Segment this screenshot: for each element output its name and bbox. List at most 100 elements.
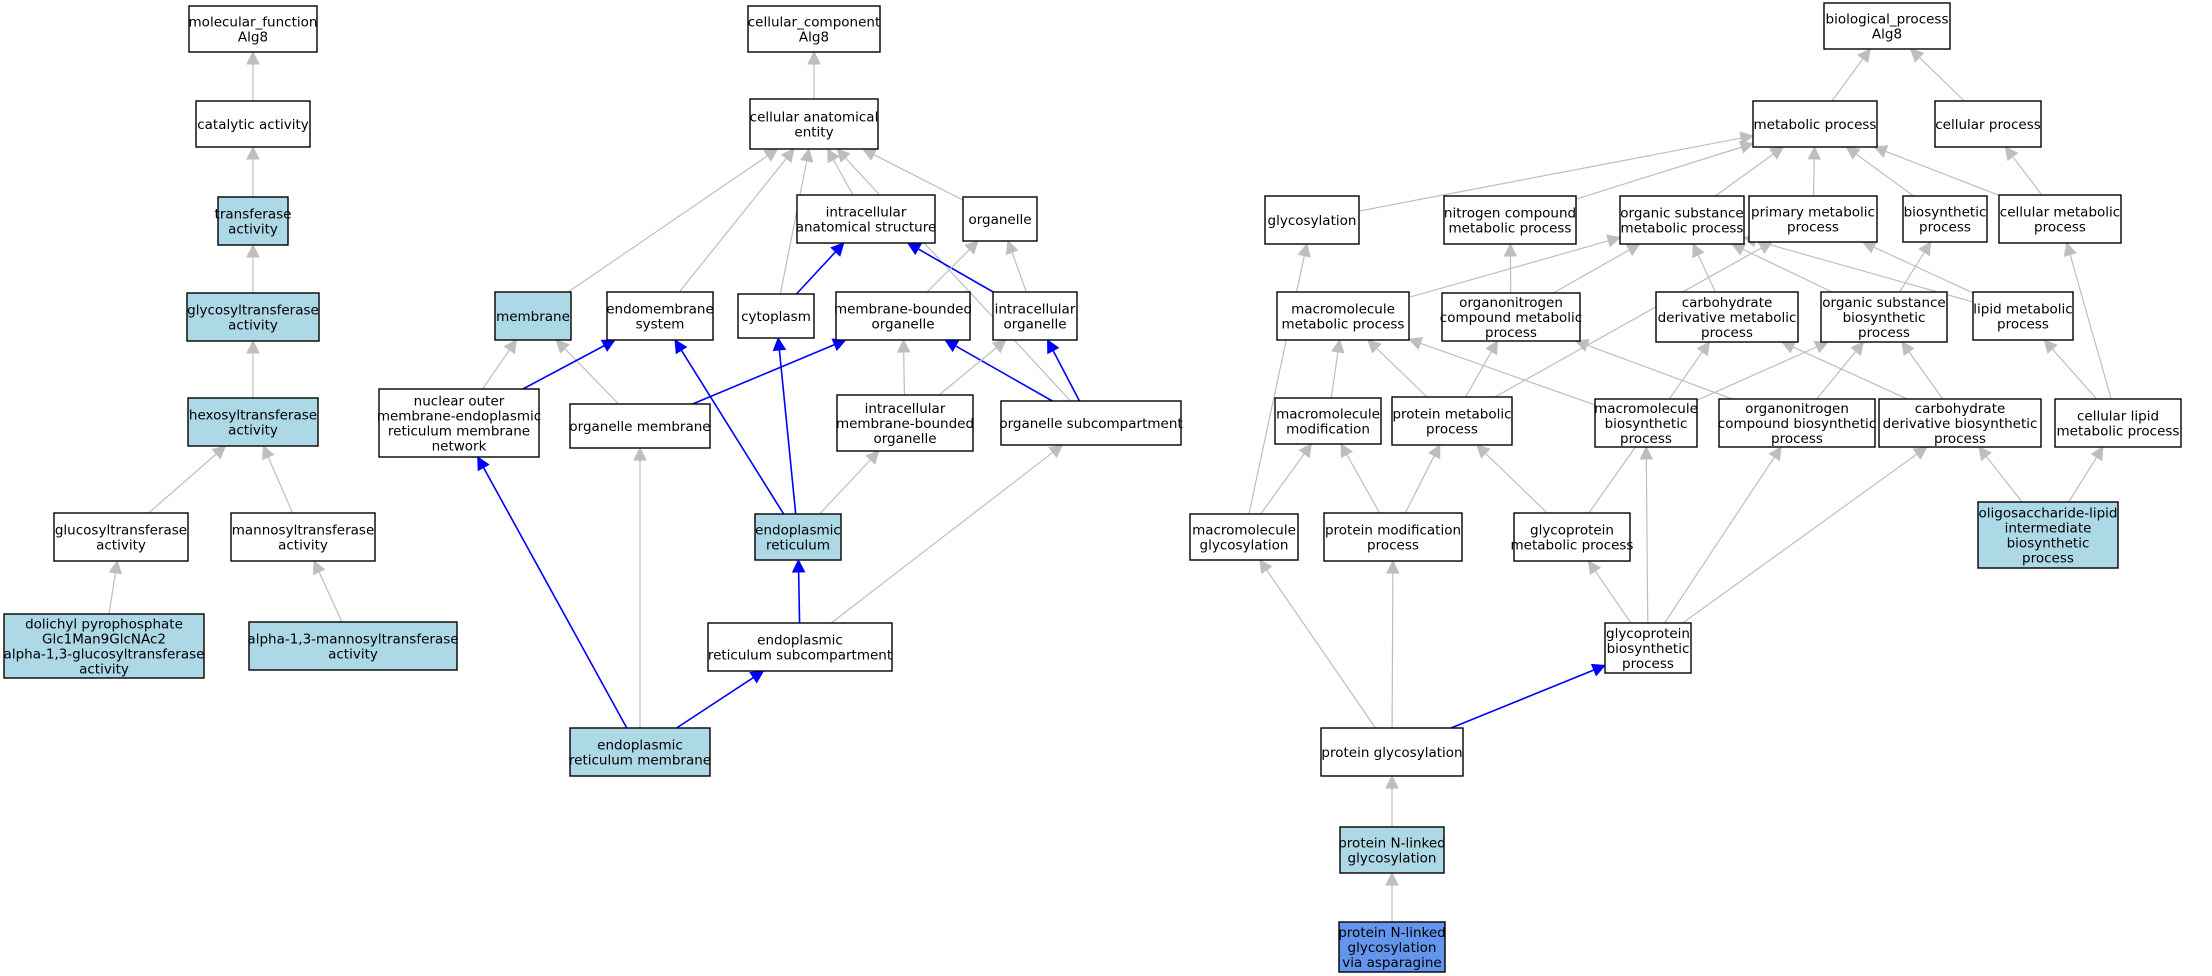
edge-is-a-osbp-to-biosyn	[1899, 241, 1932, 293]
edge-is-a-gpbp-to-macrobp	[1639, 445, 1654, 624]
node-label: organelle	[871, 317, 934, 333]
node-cellproc[interactable]: cellular process	[1934, 100, 2042, 148]
edge-is-a-protglyc-to-macroglyc	[1259, 559, 1376, 729]
edge-is-a-alpha13-to-mannosyltransferase	[313, 559, 343, 623]
node-label: protein modification	[1325, 523, 1461, 539]
node-box	[1443, 195, 1577, 245]
edge-part-of-ermem-to-ersub	[676, 670, 765, 729]
node-label: activity	[228, 423, 278, 439]
node-protglyc[interactable]: protein glycosylation	[1320, 727, 1464, 777]
node-glycosylation[interactable]: glycosylation	[1264, 195, 1360, 245]
node-label: nuclear outer	[414, 394, 505, 410]
node-membrane[interactable]: membrane	[494, 291, 572, 341]
node-box	[1189, 513, 1299, 561]
node-label: intracellular	[865, 401, 946, 417]
edge-is-a-clmp-to-lmp	[2043, 339, 2098, 400]
node-label: reticulum	[766, 538, 830, 554]
edge-is-a-endomembrane-to-cae	[678, 148, 795, 293]
node-label: network	[432, 439, 487, 455]
edge-is-a-ersub-to-orgsub	[830, 444, 1064, 624]
node-label: activity	[79, 662, 129, 678]
edge-is-a-orgmem-to-membrane	[555, 339, 620, 405]
node-label: glycosylation	[1348, 851, 1437, 867]
node-box	[1320, 727, 1464, 777]
node-olibp[interactable]: oligosaccharide-lipidintermediatebiosynt…	[1977, 501, 2119, 569]
node-dolichyl[interactable]: dolichyl pyrophosphateGlc1Man9GlcNAc2alp…	[3, 613, 205, 679]
node-label: organelle	[1003, 317, 1066, 333]
node-label: via asparagine	[1342, 955, 1441, 971]
edge-is-a-cellproc-to-bp_root	[1909, 48, 1965, 102]
node-box	[1823, 2, 1951, 50]
node-catalytic[interactable]: catalytic activity	[195, 100, 311, 148]
edge-is-a-pmodp-to-macromod	[1340, 443, 1381, 514]
node-nuclear[interactable]: nuclear outermembrane-endoplasmicreticul…	[377, 388, 541, 458]
node-label: organonitrogen	[1745, 401, 1849, 417]
edge-is-a-imbo-to-io	[938, 339, 1007, 396]
node-box	[1977, 501, 2119, 569]
node-label: process	[1919, 220, 1971, 236]
edge-part-of-er-to-cytoplasm	[772, 336, 797, 515]
node-label: anatomical structure	[796, 220, 937, 236]
node-metabolic[interactable]: metabolic process	[1752, 100, 1878, 148]
node-label: endoplasmic	[597, 738, 683, 754]
node-box	[1338, 921, 1446, 973]
node-organelle[interactable]: organelle	[962, 196, 1038, 242]
edge-is-a-pnlg-to-protglyc	[1385, 774, 1399, 827]
edge-is-a-imbo-to-mbo	[896, 338, 911, 396]
node-box	[992, 291, 1078, 341]
edge-part-of-ermem-to-nuclear	[477, 456, 628, 729]
edge-is-a-gpbp-to-gpmp	[1587, 560, 1632, 624]
node-orgmem[interactable]: organelle membrane	[569, 403, 711, 449]
node-label: intracellular	[826, 205, 907, 221]
node-box	[1391, 396, 1513, 446]
node-orgsub[interactable]: organelle subcompartment	[999, 400, 1183, 446]
node-label: protein N-linked	[1338, 836, 1446, 852]
node-cytoplasm[interactable]: cytoplasm	[737, 293, 815, 339]
node-label: metabolic process	[1511, 538, 1634, 554]
node-label: metabolic process	[1621, 221, 1744, 237]
node-label: Alg8	[799, 30, 829, 46]
node-label: derivative biosynthetic	[1883, 416, 2038, 432]
node-box	[1274, 397, 1382, 445]
